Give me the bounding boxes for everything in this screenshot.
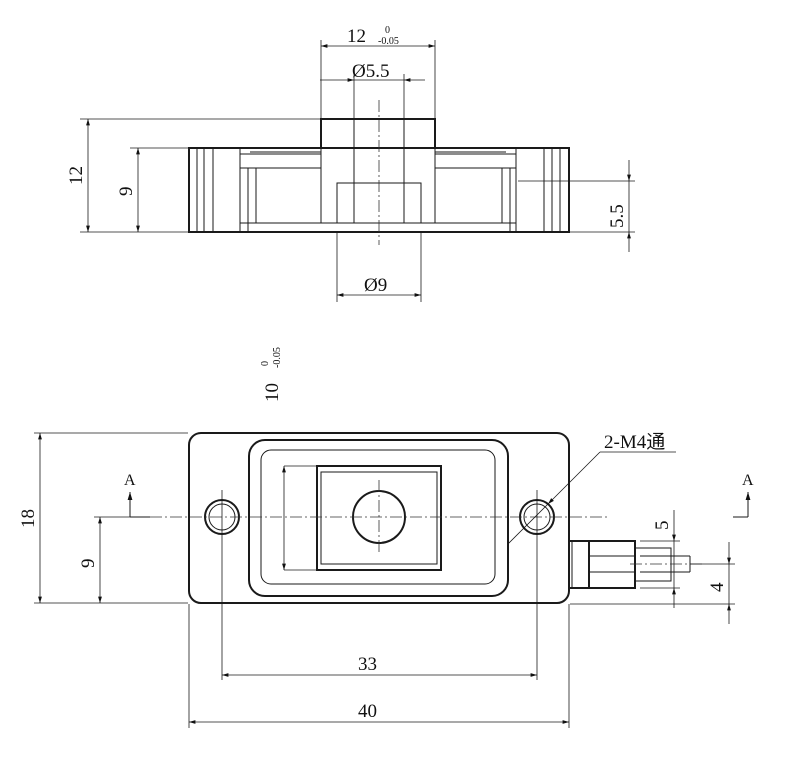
dim-height-total-label: 12 [66,166,87,185]
dim-height-label: 18 [18,509,39,528]
outer-wall-right [515,147,553,233]
outer-wall-left [203,147,241,233]
boss-wall-right [403,118,436,224]
dim-half-height-label: 9 [78,559,99,569]
plan-inner-rim [248,439,509,597]
dim-cable-4-label: 4 [707,582,728,592]
dim-width-tol-upper: 0 [385,25,390,36]
cavity-right [434,167,503,224]
dim-bottom-bore-label: Ø9 [364,275,387,296]
cable-nut [588,540,636,589]
dim-cable-5-label: 5 [652,521,673,531]
plan-pocket [316,465,442,571]
membrane-right [434,153,517,169]
dim-pocket-tol-upper: 0 [260,361,271,366]
dim-width-label: 12 [347,26,366,47]
section-boss-outline [320,118,436,149]
cable-fitting [568,540,705,589]
dim-hole-spacing-label: 33 [358,654,377,675]
dim-width-tol-lower: -0.05 [378,36,399,47]
hole-note: 2-M4通 [604,431,665,453]
dim-pocket-tol-lower: -0.05 [272,347,283,368]
plan-outline [188,432,570,604]
bottom-plate [239,222,517,233]
dim-pocket-label: 10 [262,383,283,402]
cavity-left [255,167,322,224]
membrane-left [239,153,322,169]
section-mark-right: A [742,472,754,489]
plan-view: A A 2-M4通 10 0 -0.05 18 9 33 40 [18,347,754,728]
dim-bore-label: Ø5.5 [352,61,389,82]
section-view: 12 0 -0.05 Ø5.5 12 9 5.5 Ø9 [66,25,635,302]
dim-length-label: 40 [358,701,377,722]
dim-height-body-label: 9 [116,187,137,197]
dim-step-label: 5.5 [607,204,628,228]
section-mark-left: A [124,472,136,489]
